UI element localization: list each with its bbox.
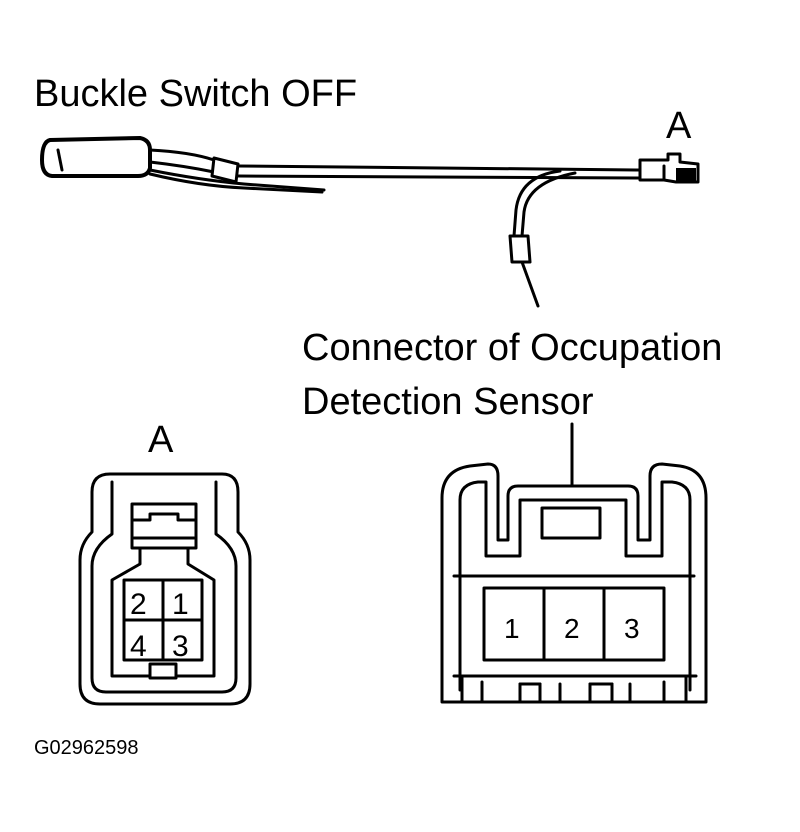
sensor-connector-inner: [458, 480, 692, 692]
connector-a-detail-label: A: [148, 419, 174, 461]
sensor-label-line1: Connector of Occupation: [302, 327, 722, 369]
connector-a-pin: 4: [130, 630, 147, 663]
branch-wire-2: [520, 171, 577, 238]
connector-a-latch: [676, 168, 696, 182]
connector-a-pin: 1: [172, 588, 189, 621]
buckle-switch-harness: [40, 136, 700, 308]
sensor-pin: 3: [624, 613, 640, 644]
leader-sensor: [520, 260, 540, 308]
sensor-connector-face: [440, 422, 708, 704]
connector-a-key: [148, 662, 178, 680]
figure-code: G02962598: [34, 737, 139, 759]
connector-a-lock-outer: [130, 502, 198, 550]
sensor-plug: [508, 234, 532, 264]
sensor-pin: 1: [504, 613, 520, 644]
wire-a: [148, 148, 216, 162]
wire-sleeve: [210, 156, 240, 184]
buckle-slot: [56, 148, 64, 172]
sensor-pin-block: [482, 586, 666, 662]
connector-a-pin: 3: [172, 630, 189, 663]
sensor-connector-ribs: [460, 674, 688, 704]
sensor-label-line2: Detection Sensor: [302, 381, 594, 423]
buckle-body: [40, 136, 152, 178]
wire-b: [148, 160, 216, 174]
connector-a-pin: 2: [130, 588, 147, 621]
sensor-connector-lock: [540, 506, 602, 540]
sensor-pin: 2: [564, 613, 580, 644]
connector-a-inner-outline: [90, 480, 238, 694]
buckle-switch-label: Buckle Switch OFF: [34, 73, 357, 115]
connector-a-face: [78, 472, 252, 706]
connector-a-top-label: A: [666, 105, 692, 147]
harness-main-top: [236, 164, 642, 172]
harness-main-bottom: [236, 174, 642, 180]
branch-wire-1: [512, 169, 562, 238]
wire-branch-end: [148, 168, 326, 192]
